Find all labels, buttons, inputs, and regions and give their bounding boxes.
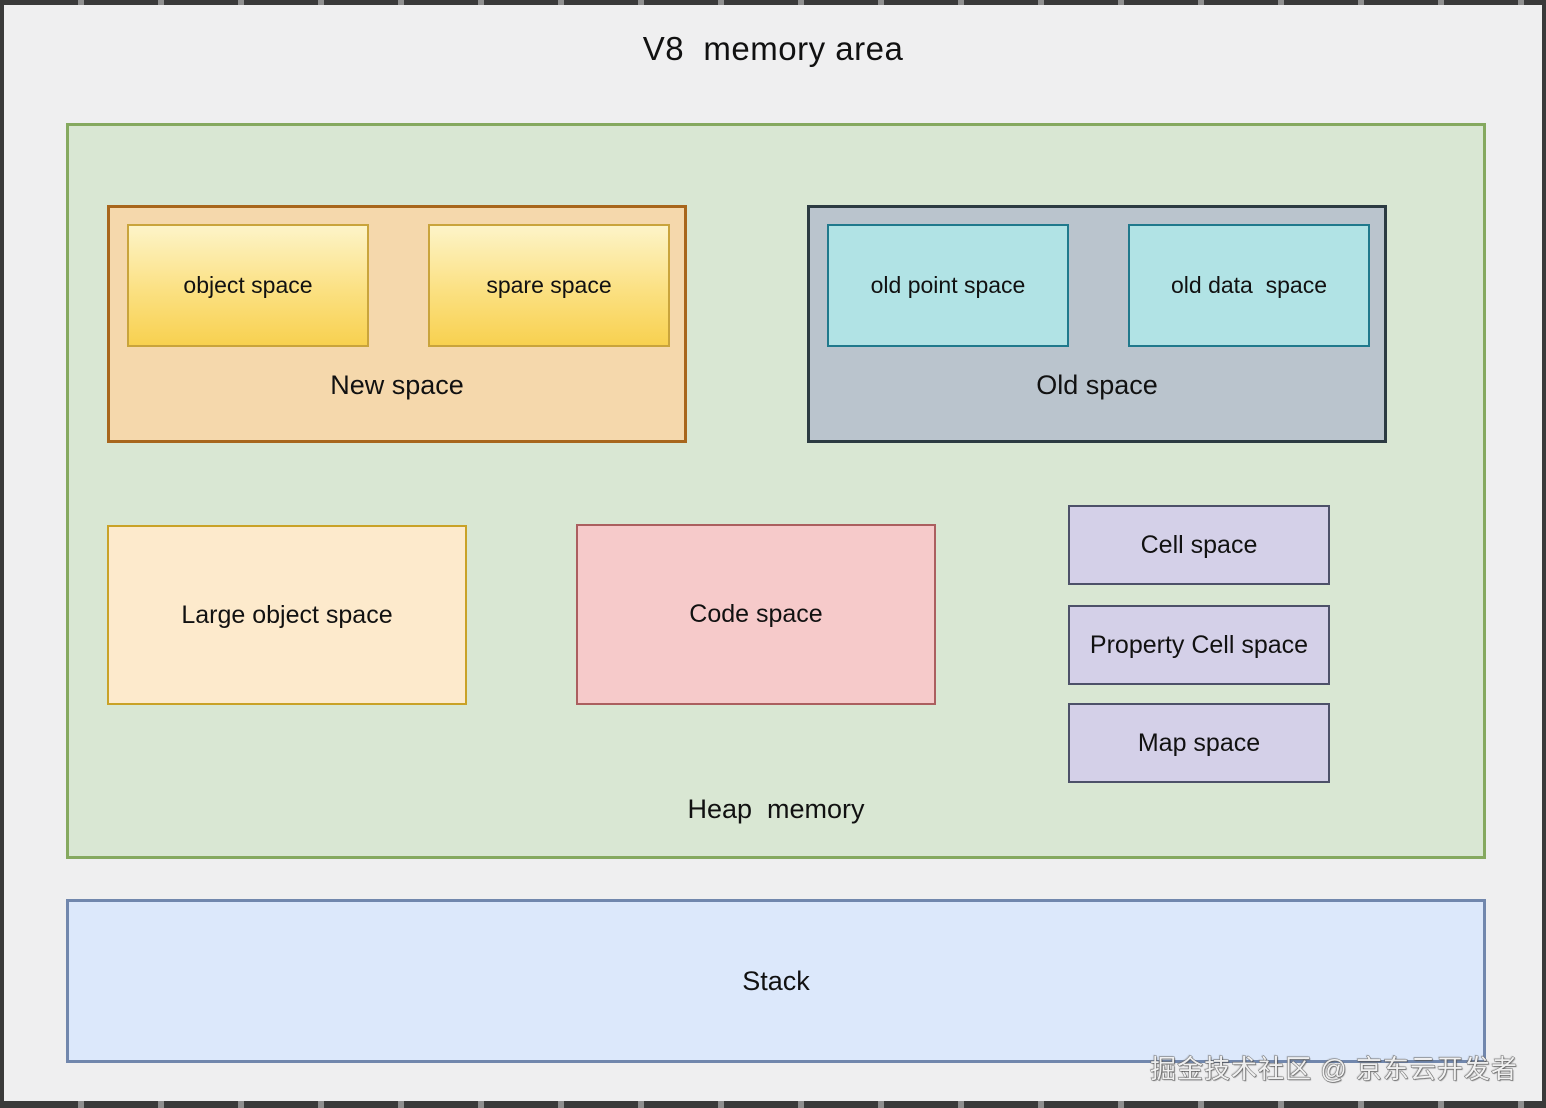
code-space-box: Code space [576,524,936,705]
heap-memory-box: object space spare space New space old p… [66,123,1486,859]
object-space-box: object space [127,224,369,347]
old-data-space-label: old data space [1170,272,1327,298]
cell-space-box: Cell space [1068,505,1330,585]
watermark-text: 掘金技术社区 @ 京东云开发者 [1150,1054,1518,1085]
new-space-label: New space [330,370,464,400]
object-space-label: object space [183,272,313,298]
old-data-space-box: old data space [1128,224,1370,347]
top-frame-ruler [4,0,1542,5]
page-title: V8 memory area [642,30,904,67]
map-space-label: Map space [1137,728,1261,757]
old-point-space-box: old point space [827,224,1069,347]
code-space-label: Code space [689,600,823,628]
map-space-box: Map space [1068,703,1330,783]
stack-label: Stack [742,965,810,996]
property-cell-space-label: Property Cell space [1089,630,1309,659]
spare-space-label: spare space [486,272,612,298]
new-space-box: object space spare space New space [107,205,687,443]
property-cell-space-box: Property Cell space [1068,605,1330,685]
old-space-label: Old space [1036,370,1158,400]
old-point-space-label: old point space [870,272,1026,298]
large-object-space-box: Large object space [107,525,467,705]
large-object-space-label: Large object space [181,600,393,629]
bottom-frame-ruler [4,1101,1542,1108]
heap-memory-label: Heap memory [687,794,865,824]
stack-box: Stack [66,899,1486,1063]
spare-space-box: spare space [428,224,670,347]
old-space-box: old point space old data space Old space [807,205,1387,443]
cell-space-label: Cell space [1140,530,1258,559]
